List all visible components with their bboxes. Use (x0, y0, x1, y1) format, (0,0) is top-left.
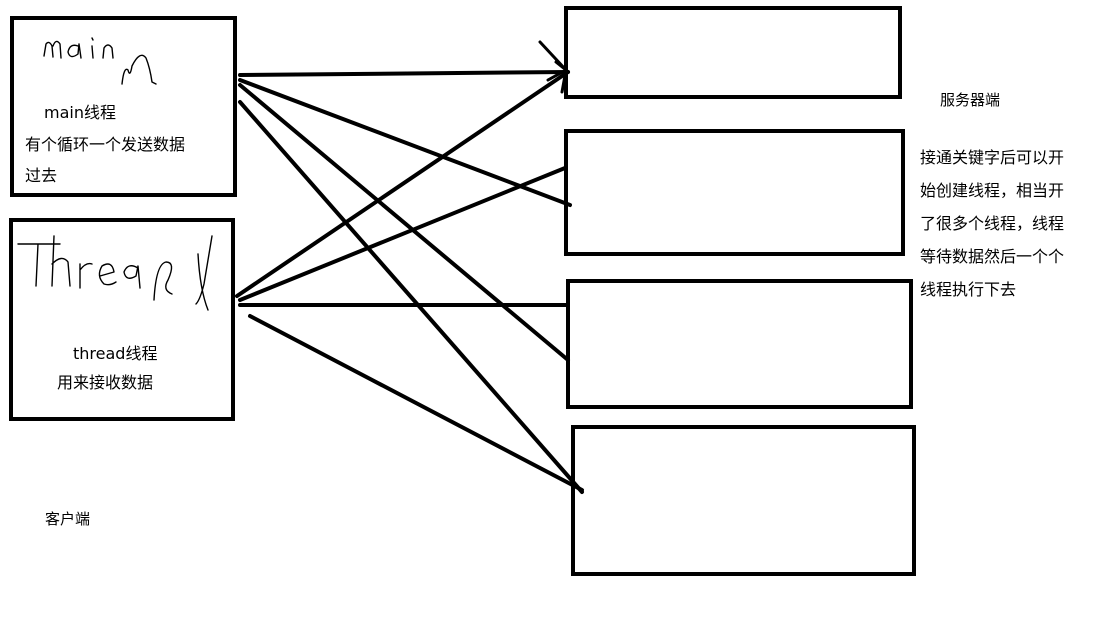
server-description-line-5: 线程执行下去 (920, 280, 1017, 299)
server-description-line-4: 等待数据然后一个个 (920, 247, 1065, 266)
main-thread-description-line-2: 过去 (25, 166, 58, 185)
server-box-1 (564, 6, 902, 99)
server-box-3 (566, 279, 913, 409)
thread-handwriting (17, 235, 213, 311)
receive-thread-description: 用来接收数据 (57, 373, 154, 392)
connection-thread-to-server-1 (235, 70, 570, 298)
client-label: 客户端 (45, 510, 91, 528)
connection-main-to-server-1 (238, 70, 570, 77)
main-thread-title: main线程 (44, 103, 116, 122)
connection-thread-to-server-4 (248, 314, 584, 492)
connection-thread-to-server-2 (238, 166, 567, 302)
main-handwriting (43, 37, 157, 85)
server-description-line-2: 始创建线程，相当开 (920, 181, 1065, 200)
receive-thread-box (9, 218, 235, 421)
main-thread-description-line-1: 有个循环一个发送数据 (25, 135, 186, 154)
connection-main-to-server-3 (238, 83, 570, 362)
server-box-2 (564, 129, 905, 256)
connection-main-to-server-2 (238, 78, 572, 207)
server-description-line-3: 了很多个线程，线程 (920, 214, 1065, 233)
server-description: 接通关键字后可以开 始创建线程，相当开 了很多个线程，线程 等待数据然后一个个 … (920, 141, 1090, 306)
connection-main-to-server-4 (238, 100, 584, 494)
main-thread-box (10, 16, 237, 197)
main-connections (238, 70, 584, 494)
server-label: 服务器端 (940, 91, 1001, 109)
receive-thread-title: thread线程 (73, 344, 158, 363)
server-box-4 (571, 425, 916, 576)
thread-connections (235, 70, 584, 492)
server-description-line-1: 接通关键字后可以开 (920, 148, 1065, 167)
arrowhead-mark (538, 40, 569, 94)
